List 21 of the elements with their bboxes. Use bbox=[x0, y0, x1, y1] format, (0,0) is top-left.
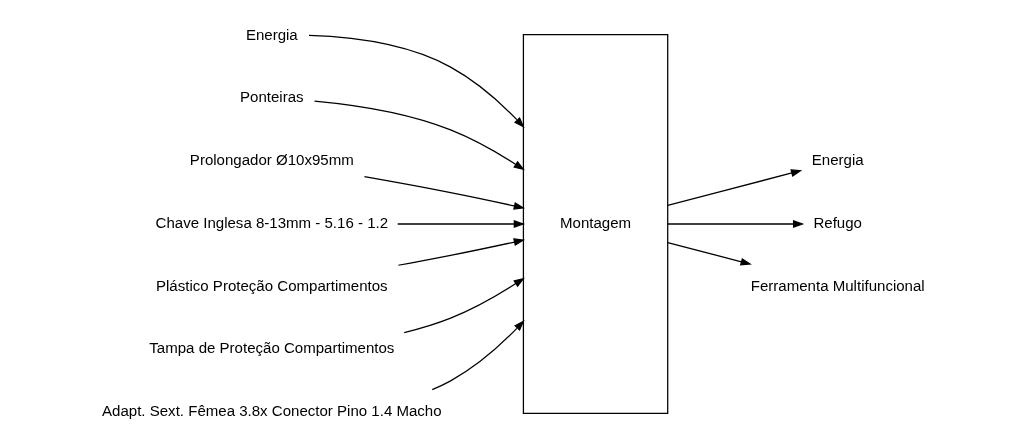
node-text: Ponteiras bbox=[240, 88, 304, 106]
node-text: Prolongador Ø10x95mm bbox=[189, 151, 354, 169]
arrow bbox=[363, 176, 525, 210]
node-text: Ferramenta Multifuncional bbox=[750, 276, 925, 294]
node-box: Montagem bbox=[522, 33, 669, 415]
arrow bbox=[397, 238, 525, 266]
arrow bbox=[403, 277, 525, 334]
node-text: Tampa de Proteção Compartimentos bbox=[149, 339, 395, 357]
node-text: Adapt. Sext. Fêmea 3.8x Conector Pino 1.4 Macho bbox=[102, 402, 442, 420]
arrow bbox=[667, 220, 805, 228]
node-text: Refugo bbox=[813, 213, 862, 231]
arrow bbox=[667, 169, 803, 207]
node-text: Chave Inglesa 8-13mm - 5.16 - 1.2 bbox=[155, 213, 389, 231]
arrow bbox=[431, 320, 525, 391]
arrow bbox=[313, 100, 525, 171]
arrow bbox=[667, 241, 752, 266]
node-text: Energia bbox=[245, 25, 298, 43]
arrow bbox=[308, 34, 525, 128]
arrow bbox=[397, 220, 525, 228]
node-text: Plástico Proteção Compartimentos bbox=[156, 276, 388, 294]
node-text: Energia bbox=[811, 151, 864, 169]
